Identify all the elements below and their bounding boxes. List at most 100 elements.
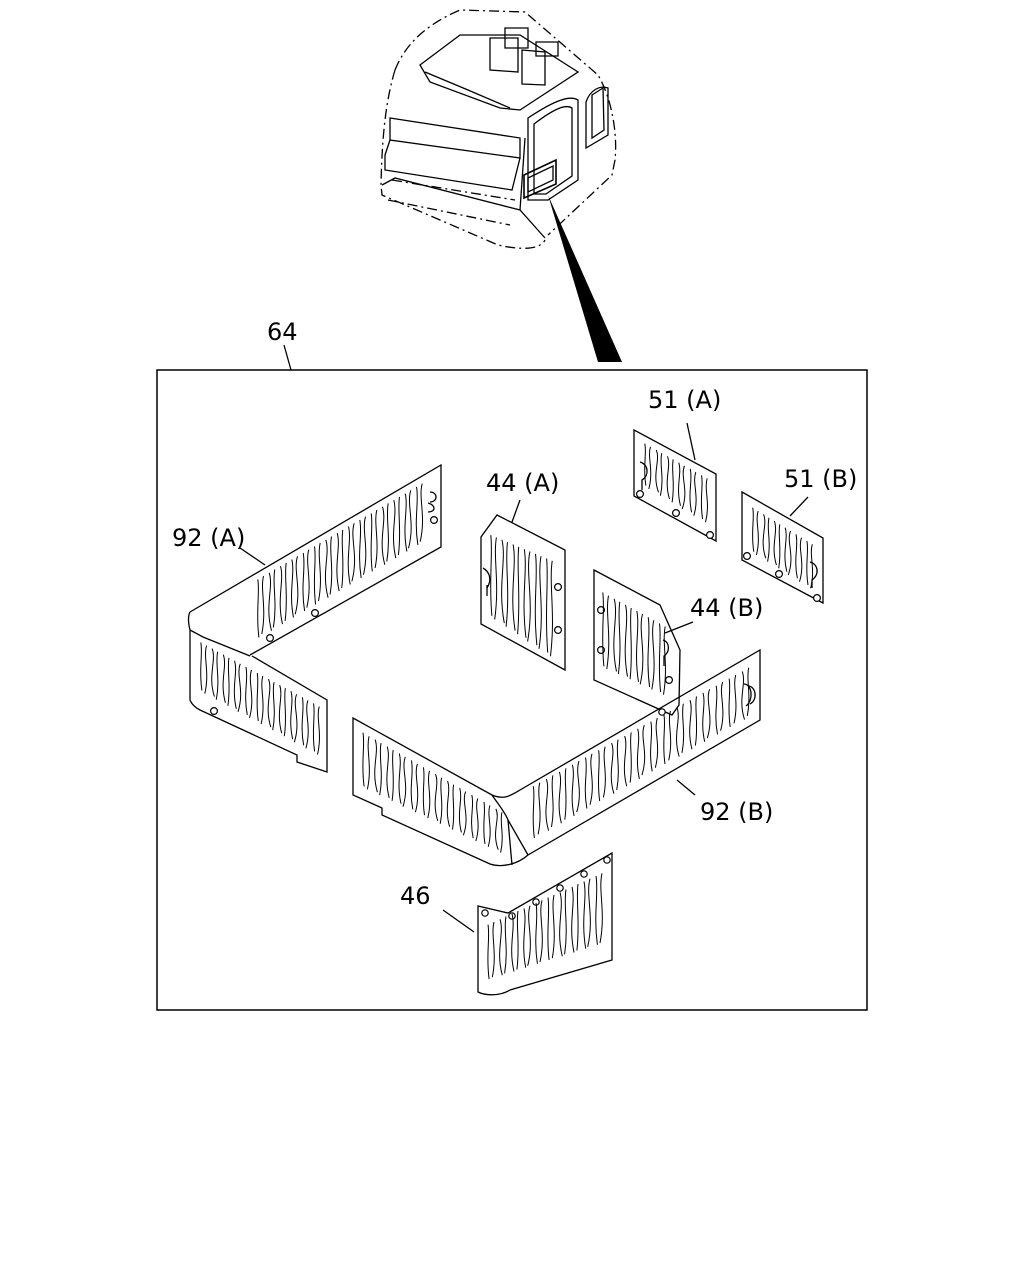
trim-44b <box>593 568 681 716</box>
fiber-stroke <box>419 483 423 542</box>
fiber-stroke <box>778 524 781 569</box>
fiber-stroke <box>313 546 317 605</box>
fiber-stroke <box>272 569 276 628</box>
fiber-stroke <box>499 919 503 976</box>
fiber-stroke <box>227 657 230 706</box>
fiber-stroke <box>773 520 777 566</box>
fiber-stroke <box>571 886 575 953</box>
fiber-stroke <box>650 721 653 772</box>
fiber-stroke <box>211 648 215 697</box>
fiber-stroke <box>402 756 407 807</box>
fiber-stroke <box>728 678 731 728</box>
fiber-stroke <box>659 452 663 496</box>
fiber-stroke <box>523 549 527 638</box>
fiber-stroke <box>644 443 647 486</box>
fiber-stroke <box>500 812 503 853</box>
fiber-stroke <box>404 493 408 552</box>
fiber-stroke <box>810 544 814 589</box>
fiber-stroke <box>755 510 759 556</box>
fiber-stroke <box>623 735 628 787</box>
trim-92a <box>187 463 442 773</box>
fiber-stroke <box>806 540 809 586</box>
fiber-stroke <box>527 905 531 966</box>
fiber-stroke <box>374 509 378 569</box>
fiber-stroke <box>746 667 750 716</box>
callout-44a: 44 (A) <box>486 469 559 497</box>
fiber-stroke <box>397 496 401 555</box>
fiber-stroke <box>681 465 686 510</box>
fiber-stroke <box>505 542 509 627</box>
trim-92b <box>352 648 761 867</box>
fiber-stroke <box>694 696 698 746</box>
fiber-stroke <box>663 626 666 695</box>
fiber-stroke <box>545 778 550 831</box>
fiber-stroke <box>293 694 298 743</box>
fiber-stroke <box>410 760 414 810</box>
fiber-stroke <box>439 777 443 824</box>
fiber-stroke <box>666 456 670 500</box>
callout-92a: 92 (A) <box>172 524 245 552</box>
fiber-stroke <box>329 536 333 595</box>
fiber-stroke <box>733 674 737 724</box>
fiber-stroke <box>257 579 260 638</box>
fiber-stroke <box>487 805 491 847</box>
leader-lines <box>239 422 809 933</box>
fiber-stroke <box>676 707 680 757</box>
fiber-stroke <box>539 900 543 963</box>
fiber-stroke <box>312 703 316 752</box>
fiber-stroke <box>571 764 575 817</box>
fiber-stroke <box>535 902 538 964</box>
fiber-stroke <box>483 801 486 844</box>
fiber-stroke <box>693 471 697 516</box>
fiber-stroke <box>558 771 562 824</box>
fiber-stroke <box>267 678 272 728</box>
fiber-stroke <box>408 490 412 549</box>
fiber-stroke <box>654 717 659 768</box>
fiber-stroke <box>616 739 619 791</box>
fiber-stroke <box>715 685 718 735</box>
fiber-stroke <box>663 714 666 765</box>
fiber-stroke <box>576 884 579 951</box>
fiber-stroke <box>318 542 321 602</box>
fiber-stroke <box>462 791 467 836</box>
fiber-stroke <box>249 669 253 719</box>
fiber-stroke <box>359 519 362 579</box>
fiber-stroke <box>532 786 535 839</box>
fiber-stroke <box>787 530 792 576</box>
fiber-stroke <box>658 623 662 693</box>
fiber-stroke <box>458 787 462 833</box>
fiber-stroke <box>351 523 356 582</box>
fiber-stroke <box>366 736 370 790</box>
fiber-stroke <box>720 681 724 731</box>
fiber-stroke <box>678 462 681 506</box>
fiber-stroke <box>762 514 767 559</box>
fiber-stroke <box>564 768 567 820</box>
fiber-stroke <box>655 449 659 493</box>
fiber-stroke <box>589 753 593 805</box>
fiber-stroke <box>681 703 685 753</box>
fiber-stroke <box>324 539 329 598</box>
fiber-stroke <box>512 544 516 631</box>
callout-51b: 51 (B) <box>784 465 857 493</box>
trim-46 <box>477 851 613 996</box>
fiber-stroke <box>587 878 591 947</box>
fiber-stroke <box>491 921 495 978</box>
fiber-stroke <box>362 732 365 787</box>
fiber-stroke <box>550 560 553 657</box>
fiber-stroke <box>705 478 708 523</box>
fiber-stroke <box>551 775 554 828</box>
fiber-stroke <box>689 699 693 750</box>
fiber-stroke <box>613 598 617 672</box>
fiber-stroke <box>597 750 601 802</box>
callout-51a: 51 (A) <box>648 386 721 414</box>
fiber-stroke <box>381 506 386 565</box>
fiber-stroke <box>551 894 555 959</box>
fiber-stroke <box>422 767 425 816</box>
fiber-stroke <box>317 706 320 755</box>
fiber-stroke <box>301 697 305 746</box>
fiber-stroke <box>434 774 439 822</box>
fiber-stroke <box>706 689 711 739</box>
fiber-stroke <box>386 746 390 799</box>
fiber-stroke <box>538 556 542 649</box>
